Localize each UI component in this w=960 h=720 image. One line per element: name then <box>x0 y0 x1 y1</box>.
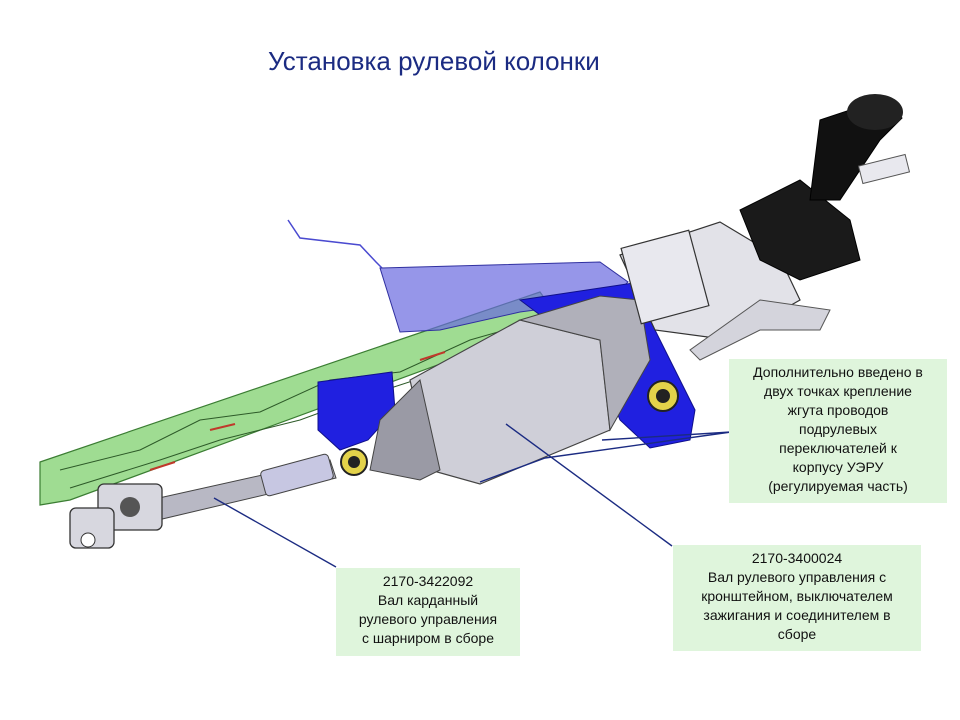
callout-line: Вал рулевого управления с <box>707 569 887 585</box>
callout-line: сборе <box>777 626 817 642</box>
callout-line: Вал карданный <box>377 592 479 608</box>
callout-line: (регулируемая часть) <box>768 478 908 494</box>
callout-steering-shaft: 2170-3400024 Вал рулевого управления с к… <box>673 545 921 651</box>
callout-cardan-shaft: 2170-3422092 Вал карданный рулевого упра… <box>336 568 520 656</box>
page-title: Установка рулевой колонки <box>268 46 600 76</box>
callout-line: жгута проводов <box>787 402 889 418</box>
bolts <box>340 380 679 476</box>
callout-line: переключателей к <box>779 440 897 456</box>
callout-line: рулевого управления <box>358 611 498 627</box>
callout-line: кронштейном, выключателем <box>701 588 893 604</box>
callout-line: зажигания и соединителем в <box>703 607 891 623</box>
callout-line: подрулевых <box>798 421 877 437</box>
callout-line: двух точках крепление <box>764 383 912 399</box>
callout-harness-mount: Дополнительно введено в двух точках креп… <box>729 359 947 503</box>
callout-line: Дополнительно введено в <box>753 364 923 380</box>
leader-lines <box>213 423 732 568</box>
callout-line: корпусу УЭРУ <box>792 459 884 475</box>
part-number: 2170-3400024 <box>751 550 843 566</box>
part-number: 2170-3422092 <box>382 573 474 589</box>
steering-column-body <box>369 94 911 485</box>
cardan-shaft <box>69 453 337 549</box>
callout-line: с шарниром в сборе <box>361 630 495 646</box>
